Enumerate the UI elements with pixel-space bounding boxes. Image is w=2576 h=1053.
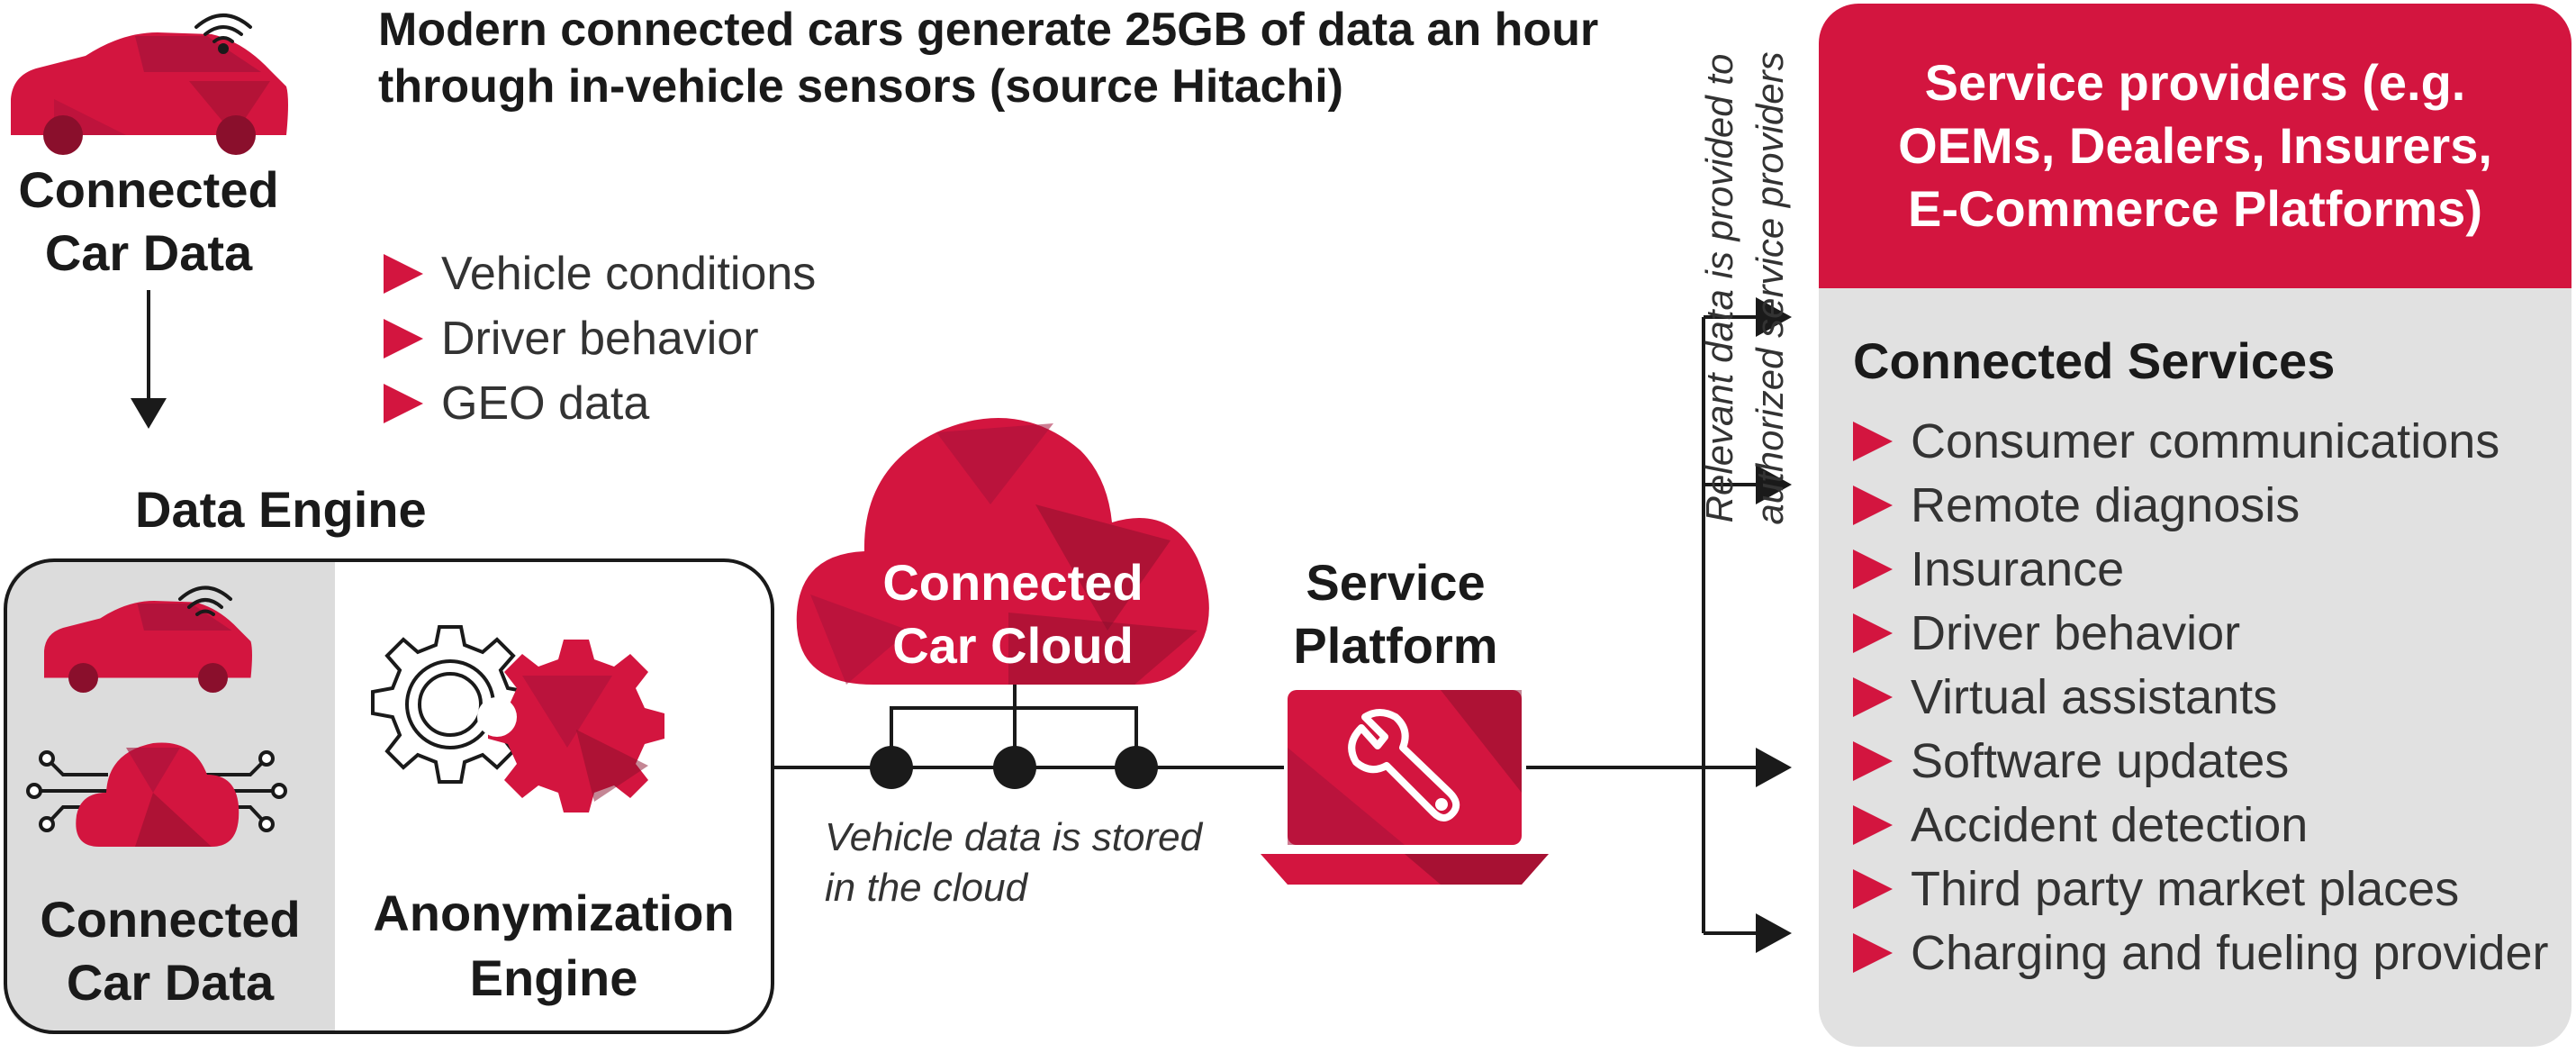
cloud-label: Connected Car Cloud (882, 554, 1143, 674)
list-item: GEO data (384, 371, 816, 436)
service-platform-label: Service Platform (1293, 554, 1498, 674)
bullet-triangle-icon (1853, 740, 1893, 781)
list-item: Consumer communications (1853, 409, 2548, 473)
bullet-label: GEO data (441, 377, 650, 430)
bullet-label: Driver behavior (441, 313, 759, 365)
connected-services-list: Consumer communications Remote diagnosis… (1853, 409, 2548, 985)
gears-icon (371, 625, 664, 812)
list-item: Software updates (1853, 729, 2548, 793)
cloud-icon (796, 418, 1209, 685)
headline: Modern connected cars generate 25GB of d… (378, 4, 1599, 113)
engine-car-data-label: Connected Car Data (40, 891, 301, 1011)
car-icon (44, 601, 252, 693)
service-item: Driver behavior (1911, 605, 2241, 660)
list-item: Accident detection (1853, 793, 2548, 857)
list-item: Virtual assistants (1853, 665, 2548, 729)
list-item: Remote diagnosis (1853, 473, 2548, 537)
right-arrow-icon (1756, 297, 1792, 953)
service-item: Virtual assistants (1911, 669, 2278, 724)
bullet-triangle-icon (384, 384, 423, 423)
list-item: Driver behavior (384, 306, 816, 371)
list-item: Driver behavior (1853, 601, 2548, 665)
down-arrow-icon (131, 290, 167, 429)
top-left-label: Connected Car Data (18, 161, 279, 281)
bullet-triangle-icon (384, 254, 423, 294)
bullet-triangle-icon (1853, 485, 1893, 525)
branch-connector (1702, 315, 1761, 935)
bullet-triangle-icon (1853, 613, 1893, 653)
bullet-triangle-icon (1853, 804, 1893, 845)
bullet-triangle-icon (1853, 932, 1893, 973)
car-icon (11, 32, 288, 155)
bullet-triangle-icon (384, 319, 423, 359)
bullet-triangle-icon (1853, 549, 1893, 589)
service-item: Insurance (1911, 541, 2125, 596)
service-providers-header: Service providers (e.g. OEMs, Dealers, I… (1819, 4, 2571, 288)
bullet-triangle-icon (1853, 421, 1893, 461)
service-item: Charging and fueling provider (1911, 925, 2549, 980)
service-item: Remote diagnosis (1911, 477, 2300, 532)
list-item: Charging and fueling provider (1853, 921, 2548, 985)
bullet-label: Vehicle conditions (441, 248, 817, 300)
connected-services-title: Connected Services (1853, 332, 2336, 389)
bullet-triangle-icon (1853, 676, 1893, 717)
node-dot (870, 746, 1158, 789)
anonymization-engine-label: Anonymization Engine (373, 885, 735, 1006)
service-item: Accident detection (1911, 797, 2309, 852)
wifi-icon (178, 586, 232, 616)
top-bullet-list: Vehicle conditions Driver behavior GEO d… (384, 241, 816, 436)
cloud-chip-icon (26, 742, 287, 847)
laptop-wrench-icon (1261, 690, 1549, 885)
connected-services-panel: Connected Services Consumer communicatio… (1819, 288, 2571, 1047)
service-item: Third party market places (1911, 861, 2460, 916)
list-item: Third party market places (1853, 857, 2548, 921)
service-item: Software updates (1911, 733, 2290, 788)
data-engine-title: Data Engine (135, 481, 427, 538)
cloud-note: Vehicle data is stored in the cloud (825, 815, 1203, 910)
list-item: Vehicle conditions (384, 241, 816, 306)
wifi-icon (194, 14, 252, 54)
service-providers-label: Service providers (e.g. OEMs, Dealers, I… (1898, 54, 2492, 237)
vertical-note: Relevant data is provided to authorized … (1698, 51, 1791, 525)
bullet-triangle-icon (1853, 868, 1893, 909)
list-item: Insurance (1853, 537, 2548, 601)
service-item: Consumer communications (1911, 413, 2500, 468)
